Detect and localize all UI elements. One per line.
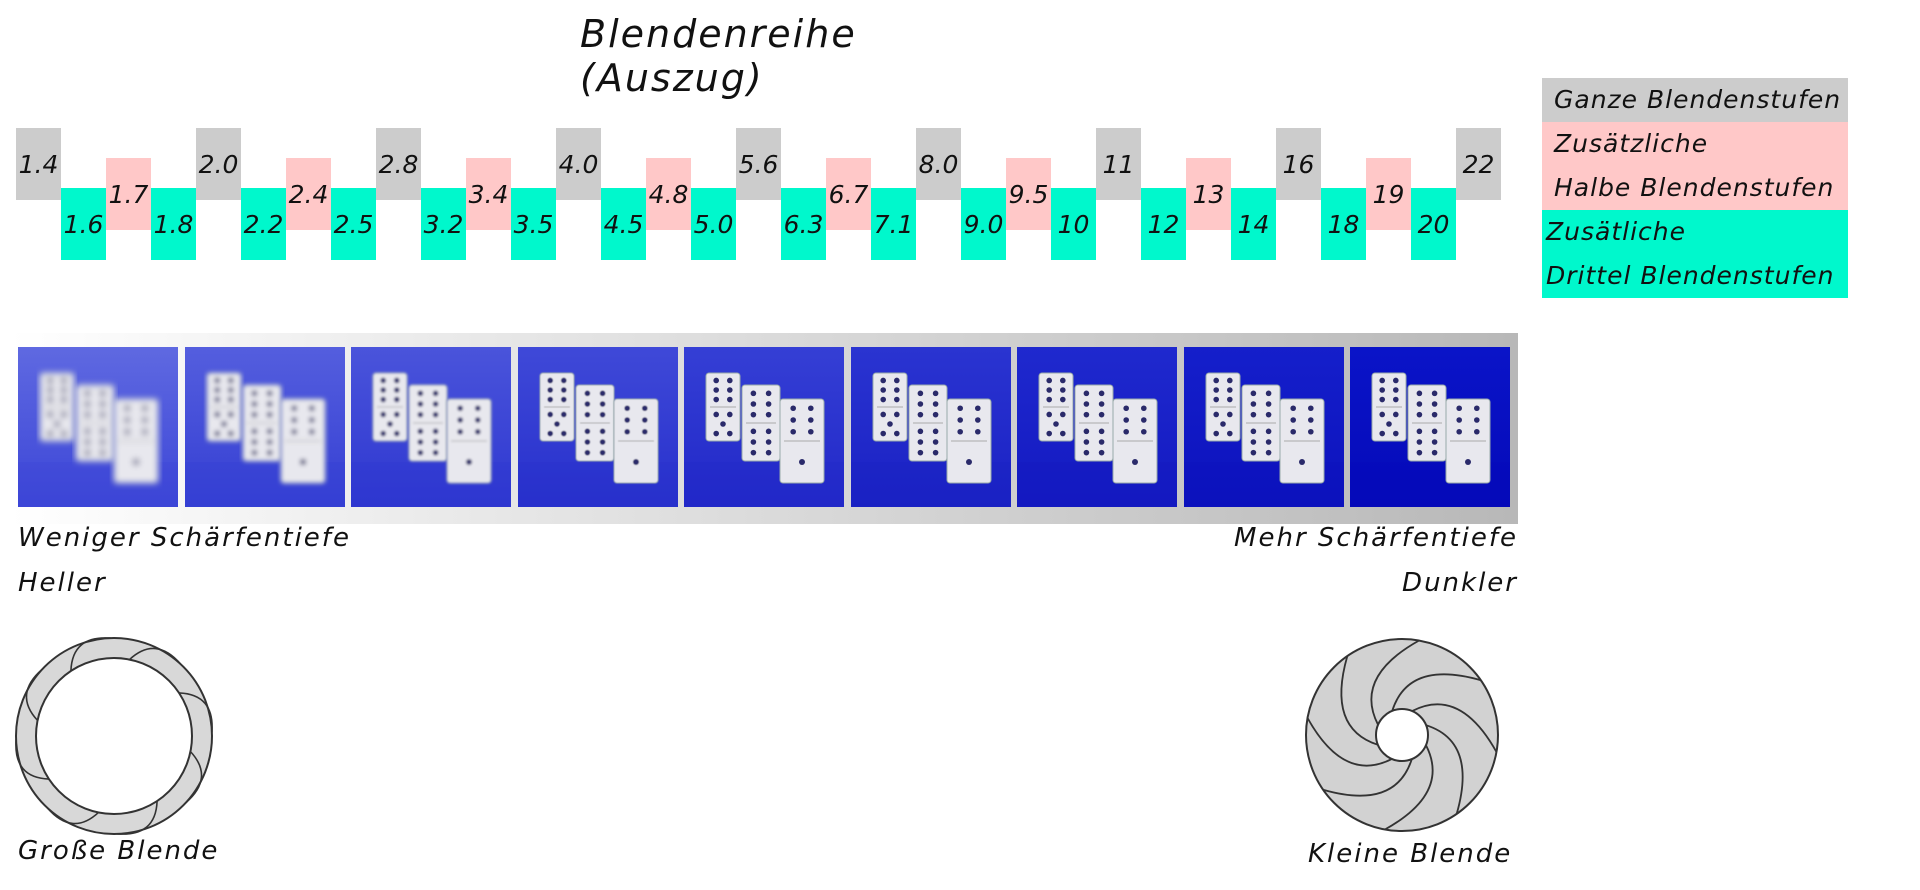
photo-panel-5 bbox=[684, 347, 844, 507]
photo-panel-6 bbox=[850, 347, 1011, 507]
label-brighter: Heller bbox=[18, 568, 107, 598]
fstop-19: 19 bbox=[1366, 158, 1411, 230]
aperture-blade bbox=[15, 739, 50, 780]
photo-panel-7 bbox=[1017, 347, 1177, 507]
fstop-5-6: 5.6 bbox=[736, 128, 781, 200]
fstop-2-5: 2.5 bbox=[331, 188, 376, 260]
aperture-blade bbox=[70, 637, 111, 672]
fstop-1-8: 1.8 bbox=[151, 188, 196, 260]
label-less-depth-of-field: Weniger Schärfentiefe bbox=[18, 523, 351, 553]
label-more-depth-of-field: Mehr Schärfentiefe bbox=[1234, 523, 1518, 553]
fstop-2-2: 2.2 bbox=[241, 188, 286, 260]
domino-photo-icon bbox=[351, 347, 511, 507]
aperture-blade bbox=[1411, 703, 1498, 753]
label-large-aperture: Große Blende bbox=[18, 836, 220, 866]
large-aperture-icon bbox=[15, 637, 213, 835]
domino-photo-icon bbox=[1183, 347, 1344, 507]
aperture-blade bbox=[1340, 655, 1379, 746]
fstop-9-5: 9.5 bbox=[1006, 158, 1051, 230]
diagram-title: Blendenreihe (Auszug) bbox=[580, 12, 857, 100]
legend-half-stops: Zusätzliche Halbe Blendenstufen bbox=[1542, 122, 1848, 210]
photo-panel-3 bbox=[351, 347, 511, 507]
domino-photo-icon bbox=[517, 347, 678, 507]
aperture-blade bbox=[1306, 717, 1393, 767]
legend-third-line-2: Drittel Blendenstufen bbox=[1546, 261, 1835, 290]
fstop-1-6: 1.6 bbox=[61, 188, 106, 260]
photo-panel-4 bbox=[517, 347, 678, 507]
legend-full-stops: Ganze Blendenstufen bbox=[1542, 78, 1848, 122]
fstop-3-4: 3.4 bbox=[466, 158, 511, 230]
domino-photo-icon bbox=[1017, 347, 1177, 507]
aperture-blade bbox=[1391, 673, 1482, 712]
aperture-blade bbox=[1425, 724, 1464, 815]
fstop-18: 18 bbox=[1321, 188, 1366, 260]
aperture-blade bbox=[128, 647, 182, 665]
photo-panel-2 bbox=[184, 347, 345, 507]
fstop-12: 12 bbox=[1141, 188, 1186, 260]
fstop-4-5: 4.5 bbox=[601, 188, 646, 260]
fstop-7-1: 7.1 bbox=[871, 188, 916, 260]
domino-photo-icon bbox=[18, 347, 178, 507]
fstop-4-8: 4.8 bbox=[646, 158, 691, 230]
domino-photo-icon bbox=[184, 347, 345, 507]
domino-photo-icon bbox=[1350, 347, 1510, 507]
fstop-2-4: 2.4 bbox=[286, 158, 331, 230]
aperture-blade bbox=[25, 668, 43, 722]
fstop-14: 14 bbox=[1231, 188, 1276, 260]
photo-panel-9 bbox=[1350, 347, 1510, 507]
label-darker: Dunkler bbox=[1402, 568, 1518, 598]
fstop-1-7: 1.7 bbox=[106, 158, 151, 230]
legend: Ganze Blendenstufen Zusätzliche Halbe Bl… bbox=[1542, 78, 1848, 298]
fstop-2-8: 2.8 bbox=[376, 128, 421, 200]
fstop-13: 13 bbox=[1186, 158, 1231, 230]
fstop-2-0: 2.0 bbox=[196, 128, 241, 200]
fstop-4-0: 4.0 bbox=[556, 128, 601, 200]
fstop-20: 20 bbox=[1411, 188, 1456, 260]
fstop-11: 11 bbox=[1096, 128, 1141, 200]
small-aperture-icon bbox=[1305, 638, 1499, 832]
fstop-9-0: 9.0 bbox=[961, 188, 1006, 260]
legend-half-line-1: Zusätzliche bbox=[1554, 129, 1709, 158]
domino-photo-icon bbox=[850, 347, 1011, 507]
fstop-16: 16 bbox=[1276, 128, 1321, 200]
photo-panel-8 bbox=[1183, 347, 1344, 507]
aperture-blade bbox=[1370, 639, 1420, 726]
aperture-blade bbox=[1322, 758, 1413, 797]
fstop-3-5: 3.5 bbox=[511, 188, 556, 260]
fstop-1-4: 1.4 bbox=[16, 128, 61, 200]
photo-panel-1 bbox=[18, 347, 178, 507]
fstop-22: 22 bbox=[1456, 128, 1501, 200]
aperture-blade bbox=[178, 692, 213, 733]
legend-full-line-1: Ganze Blendenstufen bbox=[1554, 85, 1842, 114]
aperture-blade bbox=[117, 800, 158, 835]
legend-third-stops: Zusätliche Drittel Blendenstufen bbox=[1542, 210, 1848, 298]
fstop-8-0: 8.0 bbox=[916, 128, 961, 200]
photo-strip bbox=[10, 333, 1518, 524]
aperture-blade bbox=[185, 750, 203, 804]
fstop-6-3: 6.3 bbox=[781, 188, 826, 260]
aperture-blade bbox=[1384, 744, 1434, 831]
legend-third-line-1: Zusätliche bbox=[1546, 217, 1686, 246]
fstop-10: 10 bbox=[1051, 188, 1096, 260]
label-small-aperture: Kleine Blende bbox=[1308, 839, 1513, 869]
domino-photo-icon bbox=[684, 347, 844, 507]
fstop-3-2: 3.2 bbox=[421, 188, 466, 260]
aperture-blade bbox=[46, 807, 100, 825]
fstop-5-0: 5.0 bbox=[691, 188, 736, 260]
fstop-6-7: 6.7 bbox=[826, 158, 871, 230]
legend-half-line-2: Halbe Blendenstufen bbox=[1554, 173, 1835, 202]
